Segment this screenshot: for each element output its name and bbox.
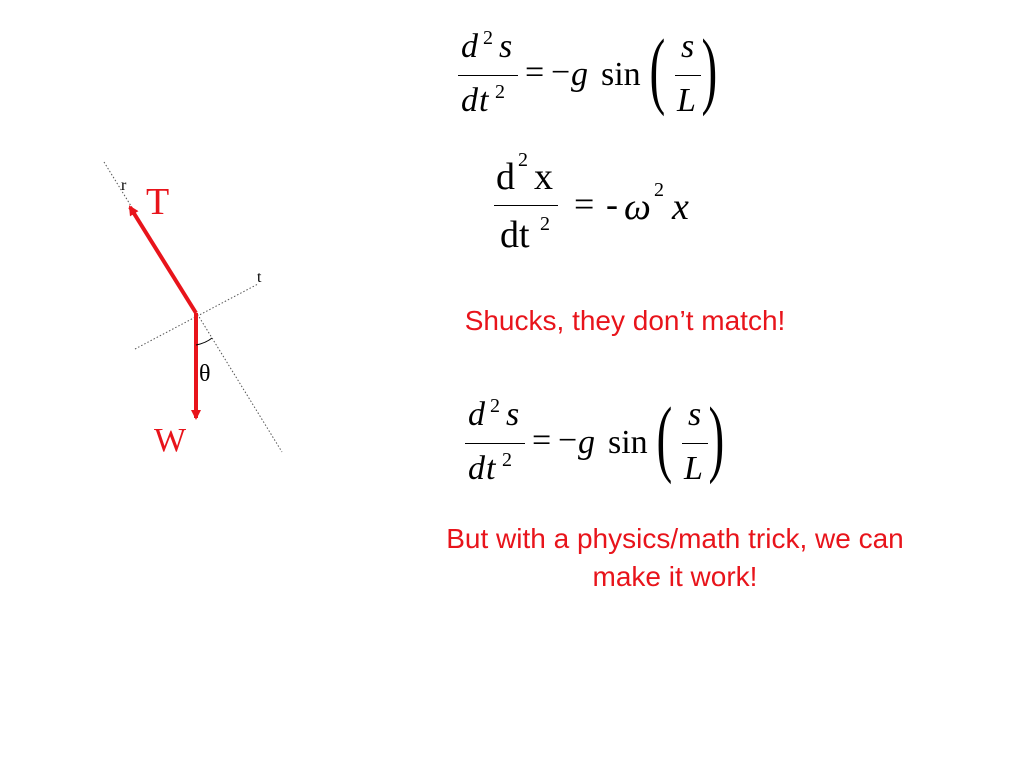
eq1-den-d: d [461, 82, 478, 119]
eq3-frac-num: s [688, 396, 702, 433]
eq3-g: g [578, 424, 595, 461]
eq3-inner-fraction-bar [682, 443, 708, 444]
trick-caption-line2: make it work! [592, 560, 758, 592]
eq2-minus: - [606, 184, 618, 224]
eq1-num-exp: 2 [483, 27, 493, 49]
eq3-sin: sin [608, 424, 648, 461]
eq2-omega: ω [624, 186, 651, 228]
eq2-den-exp: 2 [540, 213, 550, 235]
eq3-num-d: d [468, 396, 485, 433]
axis-t-label: t [257, 269, 262, 286]
eq1-g: g [571, 56, 588, 93]
eq3-num-var: s [506, 396, 520, 433]
eq1-right-paren: ) [701, 21, 718, 117]
eq1-den-exp: 2 [495, 81, 505, 103]
tension-arrow [128, 205, 198, 315]
eq3-fraction-bar [465, 443, 525, 444]
eq1-minus: − [551, 54, 571, 91]
eq3-den-var: t [486, 450, 496, 487]
eq1-fraction-bar [458, 75, 518, 76]
eq2-equals: = [574, 184, 595, 224]
eq1-frac-num: s [681, 28, 695, 65]
trick-caption-line1: But with a physics/math trick, we can [446, 523, 904, 554]
eq1-frac-den: L [677, 82, 696, 119]
eq1-num-d: d [461, 28, 478, 65]
angle-arc [195, 337, 213, 346]
pendulum-equation-top: d 2 s d t 2 = − g sin ( s L ) [455, 20, 735, 130]
eq1-num-var: s [499, 28, 513, 65]
eq2-num-var: x [534, 156, 553, 198]
eq1-sin: sin [601, 56, 641, 93]
eq2-var: x [672, 186, 689, 228]
harmonic-equation: d 2 x dt 2 = - ω 2 x [490, 148, 730, 263]
tangential-axis-line [134, 283, 259, 350]
eq3-right-paren: ) [708, 389, 725, 485]
eq2-num-d: d [496, 156, 515, 198]
eq3-minus: − [558, 422, 578, 459]
eq2-num-exp: 2 [518, 149, 528, 171]
trick-caption: But with a physics/math trick, we can ma… [380, 520, 970, 596]
eq2-den-d: dt [500, 214, 530, 256]
eq2-fraction-bar [494, 205, 558, 206]
eq3-den-exp: 2 [502, 449, 512, 471]
eq3-frac-den: L [684, 450, 703, 487]
angle-label: θ [199, 361, 211, 387]
eq1-equals: = [525, 54, 545, 91]
eq3-den-d: d [468, 450, 485, 487]
eq1-left-paren: ( [649, 21, 666, 117]
axis-r-label: r [121, 177, 127, 194]
eq3-left-paren: ( [656, 389, 673, 485]
eq1-inner-fraction-bar [675, 75, 701, 76]
mismatch-caption: Shucks, they don’t match! [464, 305, 786, 336]
eq1-den-var: t [479, 82, 489, 119]
eq3-equals: = [532, 422, 552, 459]
weight-label: W [154, 422, 187, 459]
tension-label: T [146, 181, 170, 223]
eq3-num-exp: 2 [490, 395, 500, 417]
eq2-omega-exp: 2 [654, 179, 664, 201]
pendulum-equation-bottom: d 2 s d t 2 = − g sin ( s L ) [462, 388, 742, 498]
